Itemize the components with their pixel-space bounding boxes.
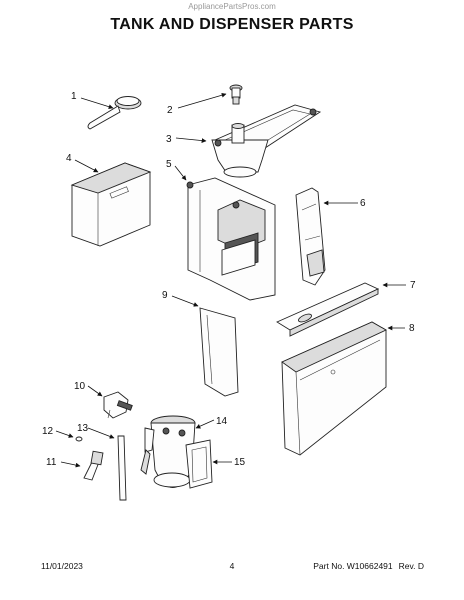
callout-10: 10	[74, 381, 86, 392]
callout-9: 9	[162, 290, 168, 301]
callout-11: 11	[46, 457, 57, 468]
part-7-tray-rail	[276, 282, 406, 337]
watermark: AppliancePartsPros.com	[188, 2, 276, 11]
part-15-holder-frame	[185, 439, 232, 489]
callout-15: 15	[234, 457, 246, 468]
part-2-knob	[177, 84, 243, 109]
callout-1: 1	[71, 91, 77, 102]
callout-13: 13	[77, 423, 89, 434]
callout-4: 4	[66, 153, 72, 164]
footer-page-number: 4	[229, 561, 235, 571]
footer-revision: Rev. D	[398, 561, 424, 571]
part-10-valve-clip	[87, 385, 133, 419]
part-6-bracket	[295, 187, 358, 286]
part-14-carafe	[140, 415, 215, 488]
part-12-o-ring	[55, 430, 83, 442]
part-8-tank-tray	[281, 321, 405, 456]
part-3-funnel-lid	[175, 104, 322, 178]
footer-part-info: Part No. W10662491 Rev. D	[307, 561, 424, 571]
page-title: TANK AND DISPENSER PARTS	[110, 16, 354, 33]
part-11-nozzle	[60, 450, 104, 481]
part-1-scoop	[80, 96, 142, 130]
callout-8: 8	[409, 323, 415, 334]
part-5-dispenser-housing	[174, 165, 276, 301]
callout-12: 12	[42, 426, 54, 437]
part-13-tube	[87, 427, 127, 501]
callout-2: 2	[167, 105, 173, 116]
callout-7: 7	[410, 280, 416, 291]
callout-3: 3	[166, 134, 172, 145]
part-4-reservoir	[70, 159, 152, 247]
callout-5: 5	[166, 159, 172, 170]
callout-14: 14	[216, 416, 228, 427]
part-9-front-panel	[171, 295, 239, 397]
footer-date: 11/01/2023	[41, 561, 83, 571]
callout-6: 6	[360, 198, 366, 209]
footer-part-number: Part No. W10662491	[313, 561, 393, 571]
